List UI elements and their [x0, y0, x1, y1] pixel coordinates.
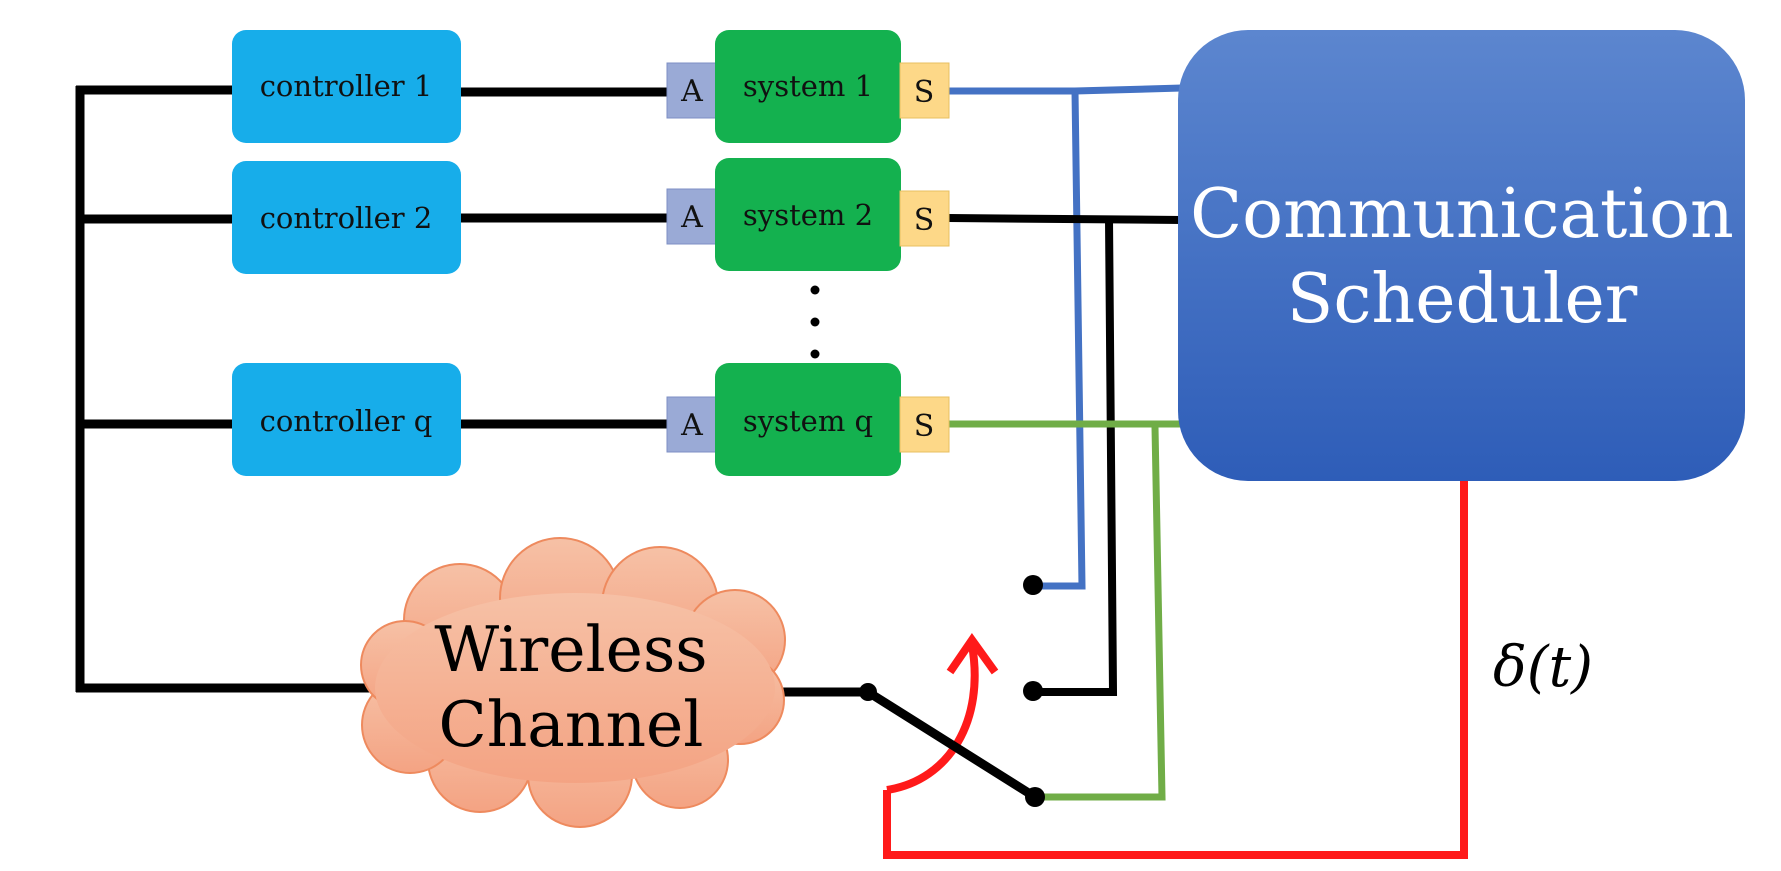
actuator-1-label: A	[680, 74, 703, 109]
sensor-2-label: S	[914, 203, 935, 238]
sensor-q: S	[899, 396, 950, 453]
system-1-label: system 1	[743, 69, 873, 103]
system-q[interactable]: system q	[715, 363, 901, 476]
controller-1-label: controller 1	[260, 69, 433, 103]
channel-title-line-2: Channel	[439, 688, 704, 761]
sensor-q-label: S	[914, 409, 935, 444]
system-q-switch-line	[1036, 426, 1166, 801]
switch-contact-system-q	[1025, 787, 1045, 807]
sensor-2: S	[899, 190, 950, 247]
switch-actuation-arrowhead	[946, 633, 999, 675]
system-2-label: system 2	[743, 198, 873, 232]
switch-contact-system-2	[1023, 681, 1043, 701]
scheduler-signal-line	[883, 481, 1468, 859]
wireless-channel[interactable]: Wireless Channel	[360, 537, 786, 828]
scheduler-title-line-2: Scheduler	[1287, 260, 1638, 339]
sensor-1-label: S	[914, 75, 935, 110]
switch-pivot	[859, 683, 877, 701]
actuator-2: A	[666, 188, 718, 245]
actuator-2-label: A	[680, 200, 703, 235]
switch-signal-label: δ(t)	[1493, 635, 1593, 700]
system-2[interactable]: system 2	[715, 158, 901, 271]
switch-actuation-arrow	[886, 644, 979, 794]
controller-q-label: controller q	[260, 404, 433, 438]
actuator-q: A	[666, 396, 718, 453]
controller-q[interactable]: controller q	[232, 363, 461, 476]
controller-bus	[75, 85, 668, 693]
scheduler-title-line-1: Communication	[1190, 175, 1734, 254]
actuator-q-label: A	[680, 408, 703, 443]
channel-title-line-1: Wireless	[434, 613, 707, 686]
switch-blade[interactable]	[863, 687, 1040, 802]
actuator-1: A	[666, 62, 718, 119]
system-1-to-scheduler-line	[1074, 84, 1183, 95]
system-1-sensor-line	[948, 87, 1086, 590]
controller-2[interactable]: controller 2	[232, 161, 461, 274]
system-1[interactable]: system 1	[715, 30, 901, 143]
controller-1[interactable]: controller 1	[232, 30, 461, 143]
system-q-label: system q	[743, 404, 873, 438]
communication-scheduler[interactable]: Communication Scheduler	[1178, 30, 1745, 481]
sensor-1: S	[899, 62, 950, 119]
switch-contacts	[859, 575, 1045, 807]
ellipsis-dots	[810, 285, 820, 359]
system-2-sensor-line	[947, 214, 1183, 224]
switch-contact-system-1	[1023, 575, 1043, 595]
controller-2-label: controller 2	[260, 201, 433, 235]
system-2-switch-line	[1032, 218, 1118, 696]
